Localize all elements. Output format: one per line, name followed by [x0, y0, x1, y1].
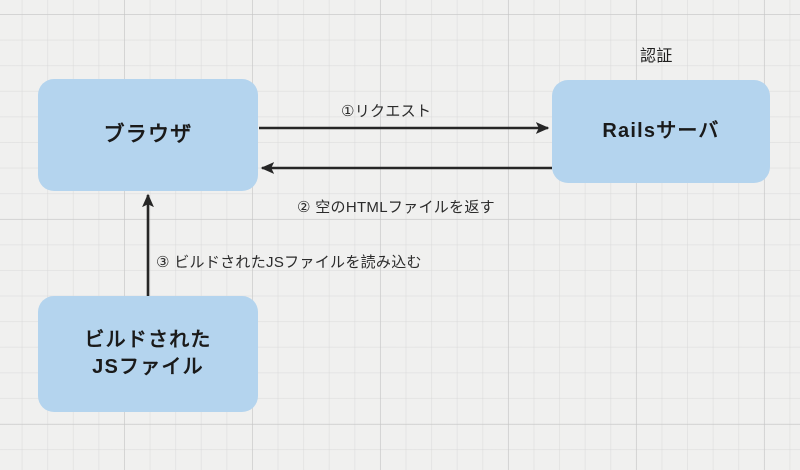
- node-js-file-label: ビルドされた JSファイル: [84, 327, 211, 381]
- edge-label-step3: ③ ビルドされたJSファイルを読み込む: [156, 254, 422, 271]
- node-rails-server[interactable]: Railsサーバ: [552, 80, 770, 183]
- edge-label-step1: ①リクエスト: [341, 103, 432, 120]
- node-js-file-label-line1: ビルドされた: [84, 329, 212, 351]
- node-js-file-label-line2: JSファイル: [92, 356, 204, 378]
- node-browser-label: ブラウザ: [103, 122, 193, 146]
- edge-label-step2: ② 空のHTMLファイルを返す: [297, 199, 495, 216]
- node-rails-server-label: Railsサーバ: [602, 120, 720, 142]
- node-js-file[interactable]: ビルドされた JSファイル: [38, 296, 258, 412]
- label-authentication: 認証: [640, 48, 673, 65]
- node-browser[interactable]: ブラウザ: [38, 79, 258, 191]
